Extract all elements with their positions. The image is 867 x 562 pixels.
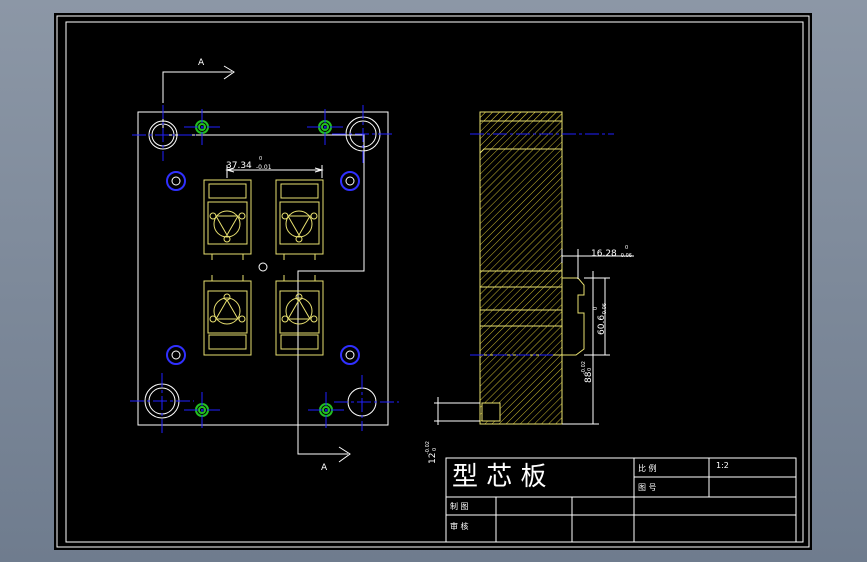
- section-arrowhead-top: [223, 65, 235, 80]
- title-block-title: 型 芯 板: [452, 462, 547, 492]
- section-arrowhead-bottom: [338, 446, 351, 463]
- ejector-holes: [166, 171, 360, 365]
- section-label-bottom: A: [321, 463, 328, 473]
- dimension-spacing: [225, 165, 324, 178]
- section-arrow-bottom: [297, 424, 348, 455]
- centerlines-front: [130, 105, 399, 433]
- section-body: [479, 111, 563, 425]
- dim-base-text: 12: [428, 453, 438, 464]
- cavity-insert-2: [275, 179, 324, 260]
- inner-frame: [65, 21, 804, 543]
- dim-base-tol: -0.02: [425, 441, 431, 454]
- section-path: [162, 105, 365, 424]
- section-label-top: A: [198, 58, 205, 68]
- title-block: [445, 457, 797, 543]
- section-dimension-lines: [434, 249, 634, 425]
- dim-cavity-tol-upper: 0: [593, 307, 599, 310]
- dim-base-tol-lower: 0: [432, 448, 438, 451]
- section-view: 16.28 0 -0.06 60.6 0 -0.06 88 -0.02 0 12…: [425, 111, 634, 464]
- dim-height-tol: -0.02: [581, 361, 587, 374]
- title-block-scale-label: 比 例: [638, 463, 657, 473]
- title-block-drawing-no-label: 图 号: [638, 483, 657, 492]
- cad-viewport[interactable]: A A: [54, 13, 812, 550]
- dim-height-text: 88: [584, 371, 594, 383]
- dim-cavity-text: 60.6: [597, 315, 607, 335]
- section-top-strip: [479, 111, 563, 122]
- cavity-insert-4: [275, 275, 324, 356]
- title-block-drawn-label: 制 图: [450, 501, 469, 511]
- cavity-insert-1: [203, 179, 252, 260]
- title-block-scale-value: 1:2: [716, 461, 729, 470]
- centerlines-section: [470, 133, 614, 356]
- dim-spacing-tol: -0.01: [256, 164, 272, 171]
- dim-spacing-tol-upper: 0: [259, 156, 262, 162]
- dim-step-tol-upper: 0: [625, 245, 628, 251]
- dim-cavity-tol: -0.06: [602, 303, 608, 316]
- title-block-checked-label: 审 核: [450, 521, 469, 531]
- plate-outline: [137, 111, 389, 426]
- section-arrow-top: [162, 71, 232, 103]
- dim-step-text: 16.28: [591, 249, 617, 259]
- section-step-line: [479, 148, 562, 154]
- dim-spacing-text: 37.34: [226, 161, 252, 171]
- dim-step-tol: -0.06: [619, 253, 632, 259]
- drawing-canvas: A A: [56, 15, 810, 548]
- cavity-insert-3: [203, 275, 252, 356]
- front-view: A A: [130, 58, 399, 473]
- outer-frame: [56, 15, 810, 548]
- dim-height-tol-lower: 0: [587, 368, 593, 371]
